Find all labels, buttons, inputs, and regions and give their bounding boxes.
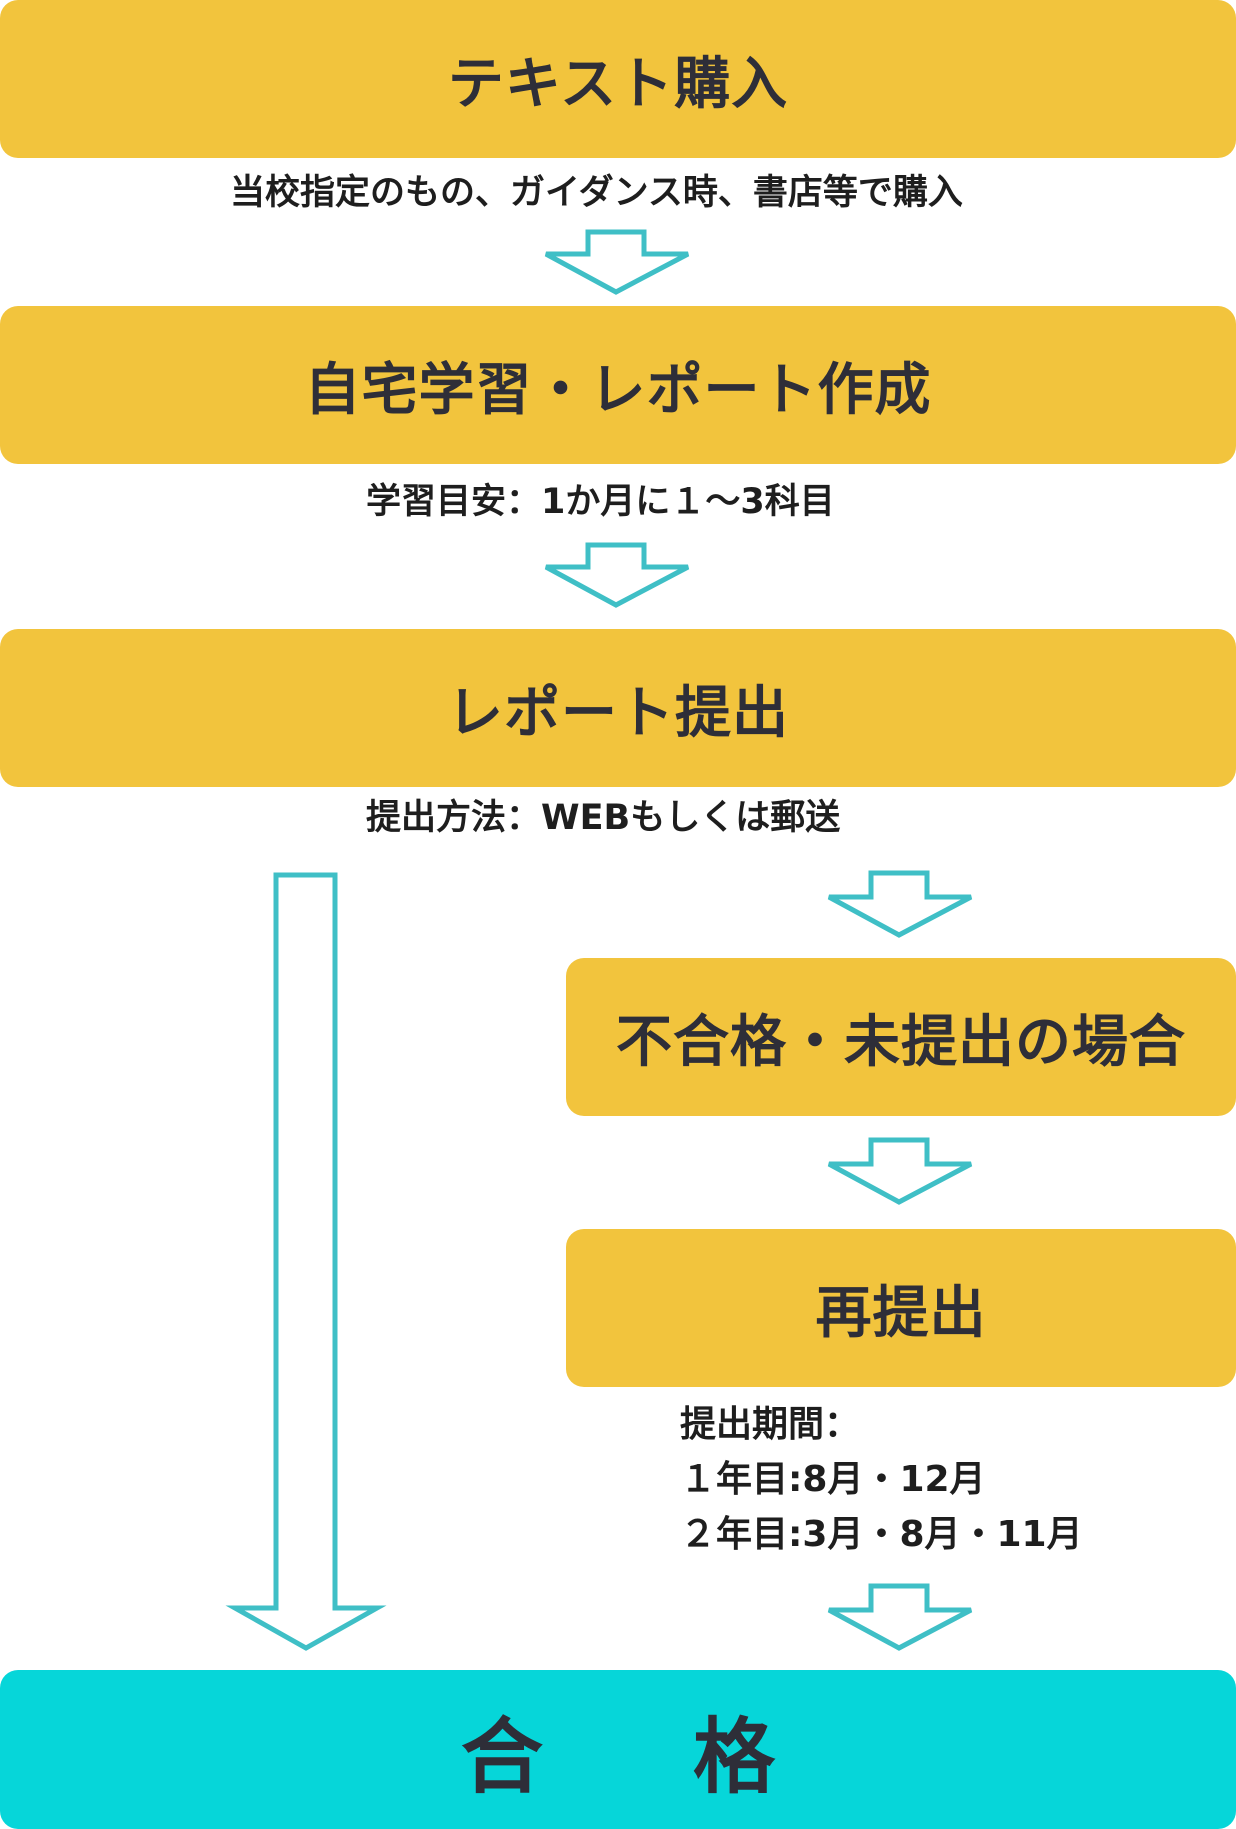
study-guide-note: 学習目安：1か月に１～3科目 — [366, 482, 835, 522]
step-self-study: 自宅学習・レポート作成 — [0, 306, 1236, 464]
long-down-arrow-icon — [225, 872, 387, 1651]
down-arrow-icon — [827, 1137, 973, 1205]
down-arrow-icon — [827, 870, 973, 938]
step-fail-case: 不合格・未提出の場合 — [566, 958, 1236, 1116]
step-pass-label-right: 格 — [693, 1710, 776, 1805]
step-pass: 合 格 — [0, 1670, 1236, 1829]
step-resubmit-label: 再提出 — [815, 1280, 987, 1346]
step-text-purchase-label: テキスト購入 — [447, 51, 789, 117]
step-pass-label-left: 合 — [460, 1710, 543, 1805]
submit-method-note: 提出方法：WEBもしくは郵送 — [366, 798, 841, 838]
down-arrow-icon — [827, 1583, 973, 1651]
step-report-submit: レポート提出 — [0, 629, 1236, 787]
submission-period-notes: 提出期間： １年目:8月・12月 ２年目:3月・8月・11月 — [680, 1397, 1083, 1562]
period-year2: ２年目:3月・8月・11月 — [680, 1514, 1083, 1555]
purchase-note: 当校指定のもの、ガイダンス時、書店等で購入 — [230, 173, 963, 213]
step-resubmit: 再提出 — [566, 1229, 1236, 1387]
down-arrow-icon — [544, 542, 690, 608]
period-year1: １年目:8月・12月 — [680, 1459, 986, 1500]
down-arrow-icon — [544, 229, 690, 295]
step-text-purchase: テキスト購入 — [0, 0, 1236, 158]
period-title: 提出期間： — [680, 1404, 861, 1445]
step-report-submit-label: レポート提出 — [447, 680, 789, 746]
step-self-study-label: 自宅学習・レポート作成 — [304, 357, 932, 423]
step-fail-case-label: 不合格・未提出の場合 — [616, 1009, 1186, 1075]
